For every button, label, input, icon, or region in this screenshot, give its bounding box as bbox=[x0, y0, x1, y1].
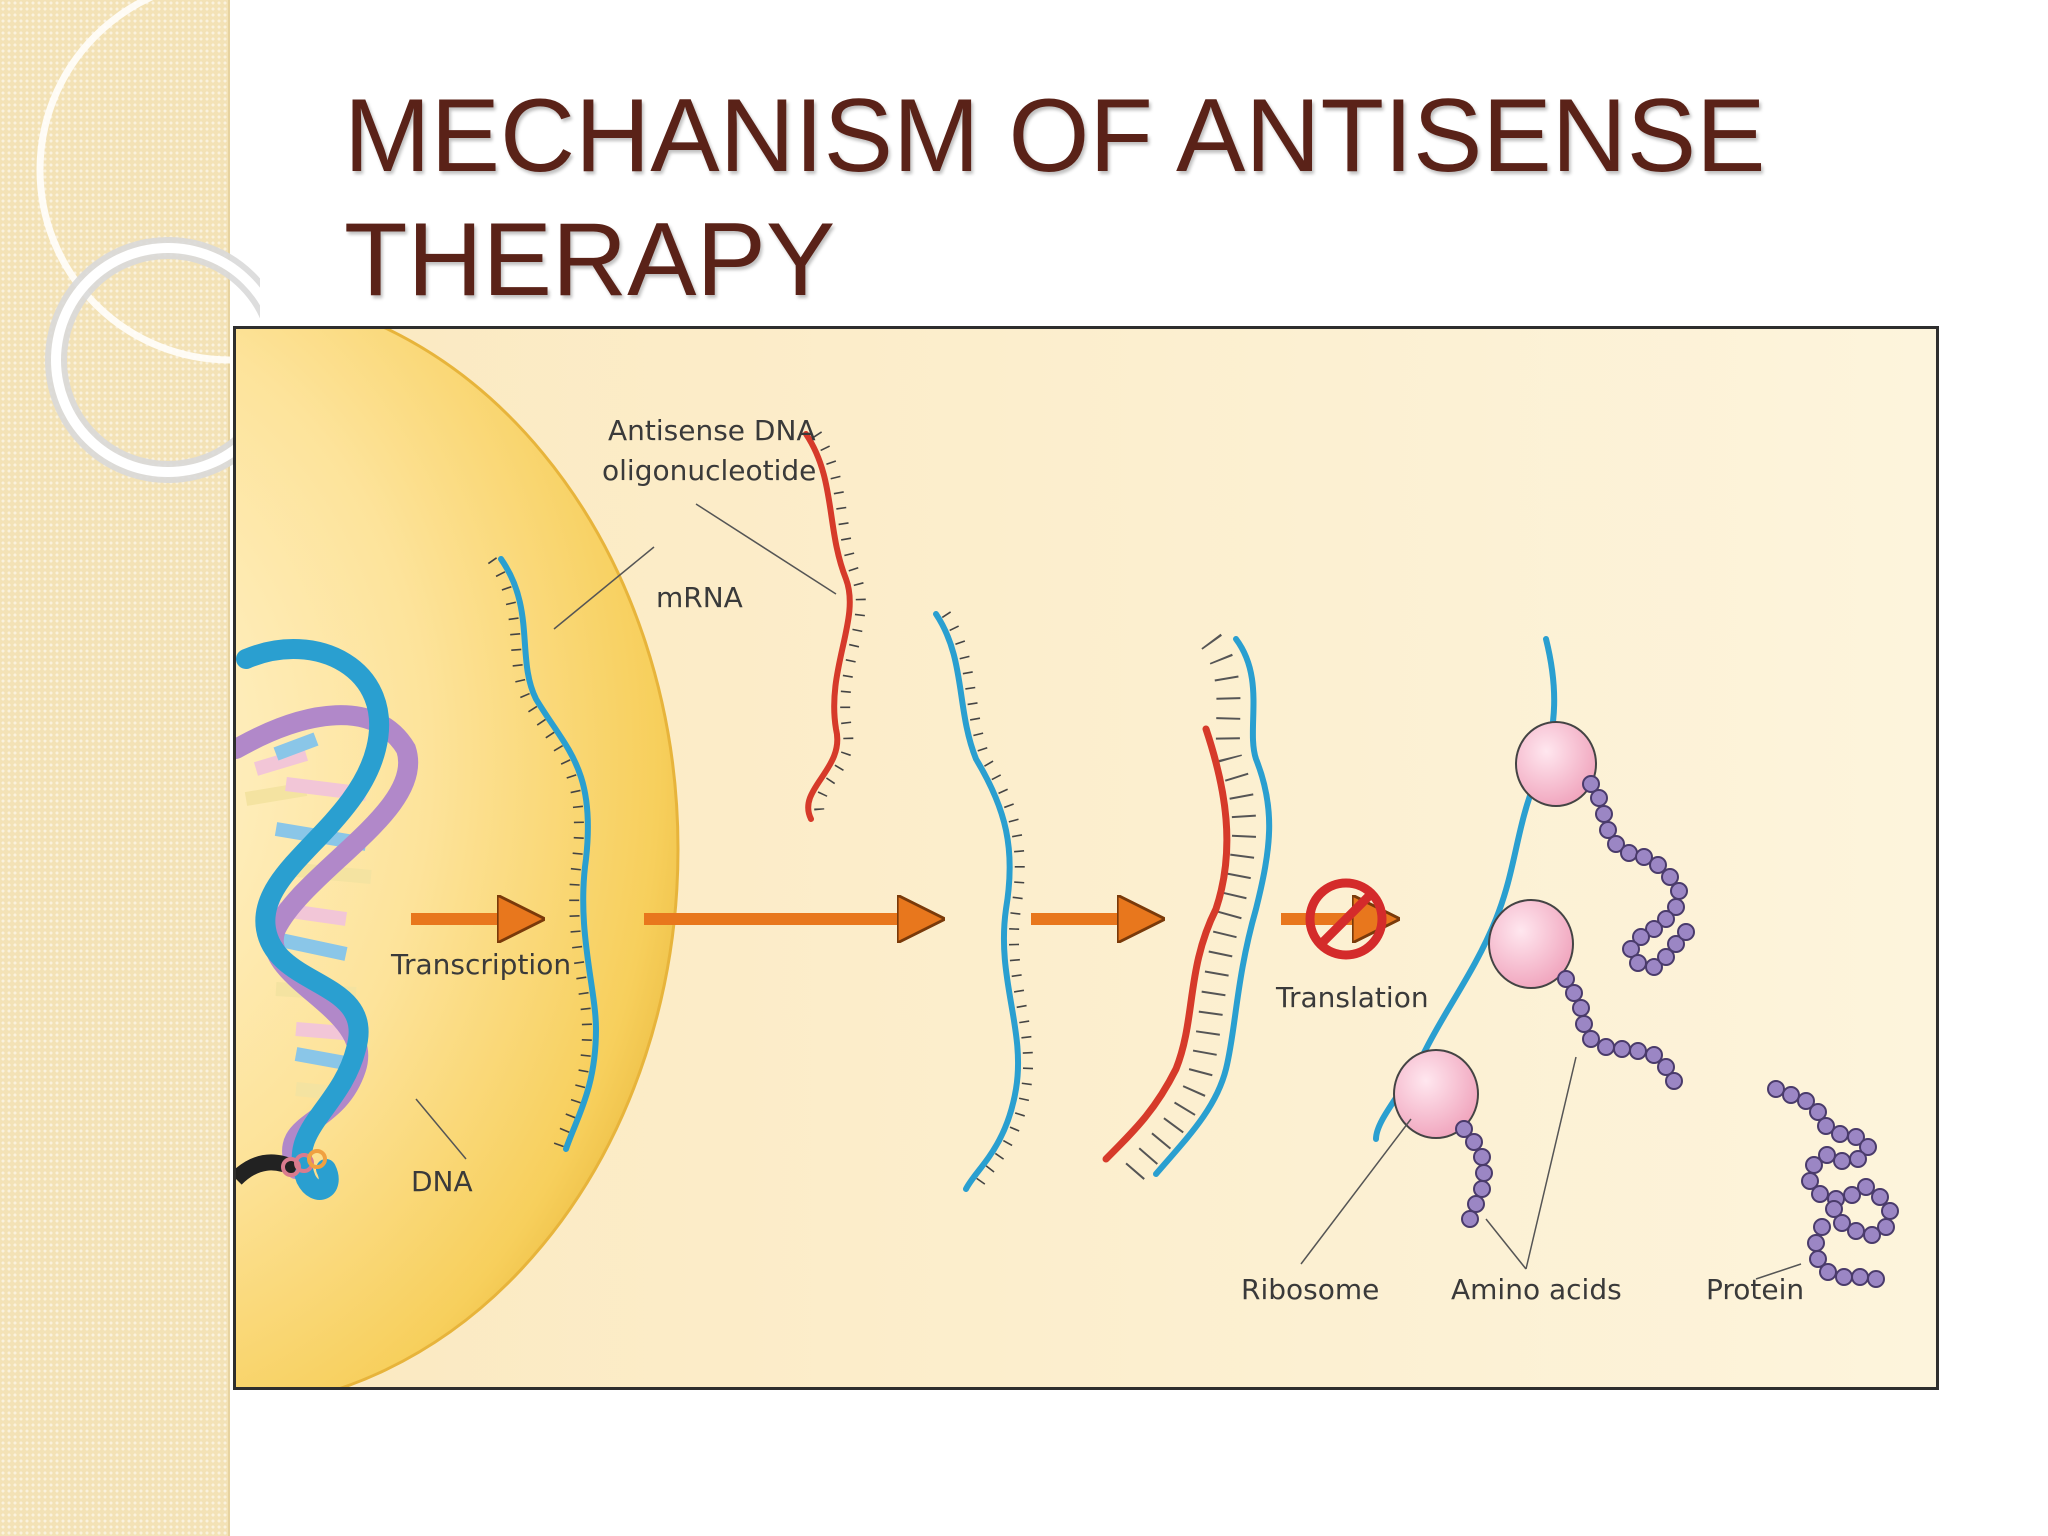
protein-chain bbox=[1767, 1080, 1899, 1288]
antisense-oligonucleotide bbox=[803, 431, 853, 822]
label-amino-acids: Amino acids bbox=[1451, 1273, 1622, 1306]
dna-helix bbox=[236, 639, 419, 1200]
decorative-rings bbox=[36, 0, 260, 483]
label-mrna: mRNA bbox=[656, 581, 743, 614]
antisense-diagram: Antisense DNA oligonucleotide mRNA Trans… bbox=[233, 326, 1939, 1390]
nucleus bbox=[236, 329, 680, 1387]
slide-title: MECHANISM OF ANTISENSE THERAPY bbox=[344, 74, 1904, 322]
mrna-strand-nucleus bbox=[498, 556, 600, 1152]
label-protein: Protein bbox=[1706, 1273, 1804, 1306]
label-antisense-line-1: Antisense DNA bbox=[608, 414, 816, 447]
amino-acid-chains bbox=[1455, 775, 1695, 1228]
label-dna: DNA bbox=[411, 1165, 473, 1198]
blocked-symbol-icon bbox=[1305, 878, 1387, 960]
label-ribosome: Ribosome bbox=[1241, 1273, 1379, 1306]
slide-title-line-1: MECHANISM OF ANTISENSE bbox=[344, 78, 1766, 194]
mrna-antisense-hybrid bbox=[1102, 633, 1273, 1184]
label-transcription: Transcription bbox=[390, 948, 571, 981]
ribosome bbox=[1393, 1049, 1479, 1139]
mrna-strand-cytoplasm bbox=[933, 611, 1022, 1192]
ribosome bbox=[1515, 721, 1597, 807]
label-translation: Translation bbox=[1275, 981, 1429, 1014]
label-leader-lines bbox=[415, 503, 1802, 1280]
label-antisense-line-2: oligonucleotide bbox=[602, 454, 816, 487]
slide-title-line-2: THERAPY bbox=[344, 202, 836, 318]
ribosome bbox=[1488, 899, 1574, 989]
